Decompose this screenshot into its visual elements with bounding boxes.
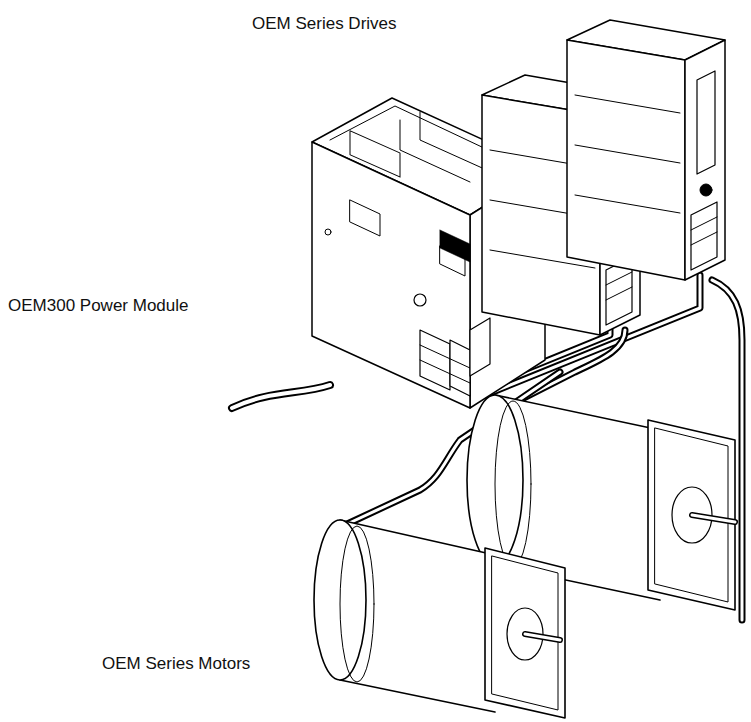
drive — [567, 20, 725, 280]
group-label: OEM Series Motors — [100, 654, 252, 674]
motor — [314, 520, 565, 718]
module-label: OEM300 Power Module — [6, 296, 190, 316]
group-label: OEM Series Drives — [250, 14, 399, 34]
